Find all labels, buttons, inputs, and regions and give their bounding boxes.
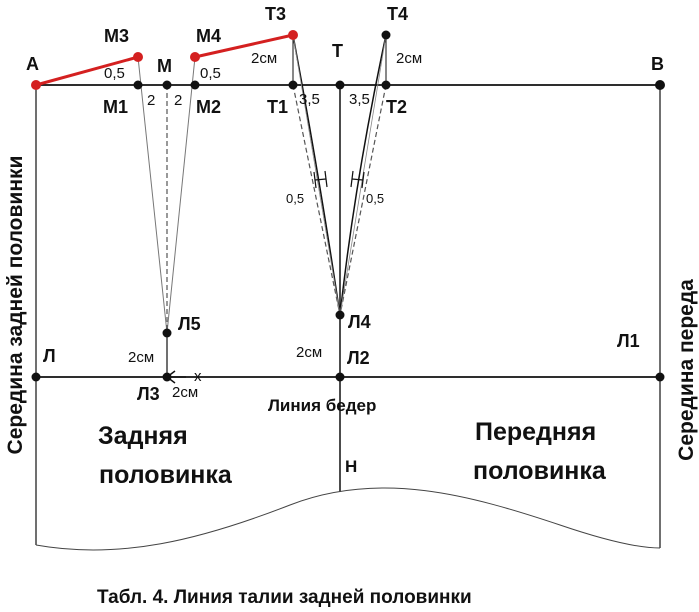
side-curve-front: [339, 34, 387, 316]
hip-line-label: Линия бедер: [268, 396, 376, 415]
point-a: [31, 80, 41, 90]
back-dart-left: [137, 56, 168, 334]
figure-caption: Табл. 4. Линия талии задней половинки: [97, 587, 472, 608]
point-l2: [335, 372, 345, 382]
side-dash-front: [339, 84, 387, 316]
point-l: [31, 372, 41, 382]
point-l4: [335, 310, 345, 320]
label-m: М: [157, 56, 172, 76]
waist-back-red-1: [35, 55, 139, 87]
waist-back-red-2: [194, 33, 294, 59]
label-m2: М2: [196, 97, 221, 117]
label-t4: Т4: [387, 4, 408, 24]
side-thin-back: [292, 34, 341, 316]
side-curve-back: [292, 34, 341, 316]
label-b: В: [651, 54, 664, 74]
measure-t3-t1: 2см: [251, 50, 277, 67]
label-m4: М4: [196, 26, 221, 46]
label-t3: Т3: [265, 4, 286, 24]
measure-l4-l2: 2см: [296, 344, 322, 361]
front-half-line1: Передняя: [475, 418, 596, 446]
label-l: Л: [43, 346, 56, 366]
point-m3: [133, 52, 143, 62]
point-l3: [162, 372, 172, 382]
point-t4: [381, 30, 391, 40]
point-t3: [288, 30, 298, 40]
hem-wave: [35, 487, 661, 551]
point-l5: [162, 328, 172, 338]
label-t2: Т2: [386, 97, 407, 117]
label-l3: Л3: [137, 384, 160, 404]
label-t1: Т1: [267, 97, 288, 117]
point-m2: [190, 80, 200, 90]
label-m3: М3: [104, 26, 129, 46]
measure-dart-left: 0,5: [286, 191, 304, 206]
back-half-line1: Задняя: [98, 422, 188, 450]
measure-x: x: [194, 368, 202, 385]
label-t: Т: [332, 41, 343, 61]
label-l2: Л2: [347, 348, 370, 368]
side-dash-back: [292, 84, 341, 316]
label-h: Н: [345, 457, 357, 476]
point-l1: [655, 372, 665, 382]
back-dart-right: [166, 56, 196, 334]
measure-m-m2: 2: [174, 92, 182, 109]
measure-t4-t2: 2см: [396, 50, 422, 67]
label-l4: Л4: [348, 312, 371, 332]
h-mark-left: [313, 170, 328, 189]
point-t: [335, 80, 345, 90]
left-side-label: Середина задней половинки: [4, 156, 27, 455]
point-m1: [133, 80, 143, 90]
point-t2: [381, 80, 391, 90]
measure-l5-l3: 2см: [128, 349, 154, 366]
h-mark-right: [350, 170, 365, 189]
front-half-line2: половинка: [473, 457, 607, 485]
measure-l3-x: 2см: [172, 384, 198, 401]
right-side-label: Середина переда: [675, 279, 698, 461]
point-m: [162, 80, 172, 90]
measure-dart-right: 0,5: [366, 191, 384, 206]
measure-m1-m: 2: [147, 92, 155, 109]
measure-m3-a: 0,5: [104, 65, 125, 82]
label-m1: М1: [103, 97, 128, 117]
measure-m4-a: 0,5: [200, 65, 221, 82]
point-m4: [190, 52, 200, 62]
measure-t-t2: 3,5: [349, 91, 370, 108]
label-l1: Л1: [617, 331, 640, 351]
measure-t1-t: 3,5: [299, 91, 320, 108]
side-thin-front: [339, 34, 387, 316]
back-half-line2: половинка: [99, 461, 233, 489]
label-l5: Л5: [178, 314, 201, 334]
point-t1: [288, 80, 298, 90]
label-a: А: [26, 54, 39, 74]
point-b: [655, 80, 665, 90]
